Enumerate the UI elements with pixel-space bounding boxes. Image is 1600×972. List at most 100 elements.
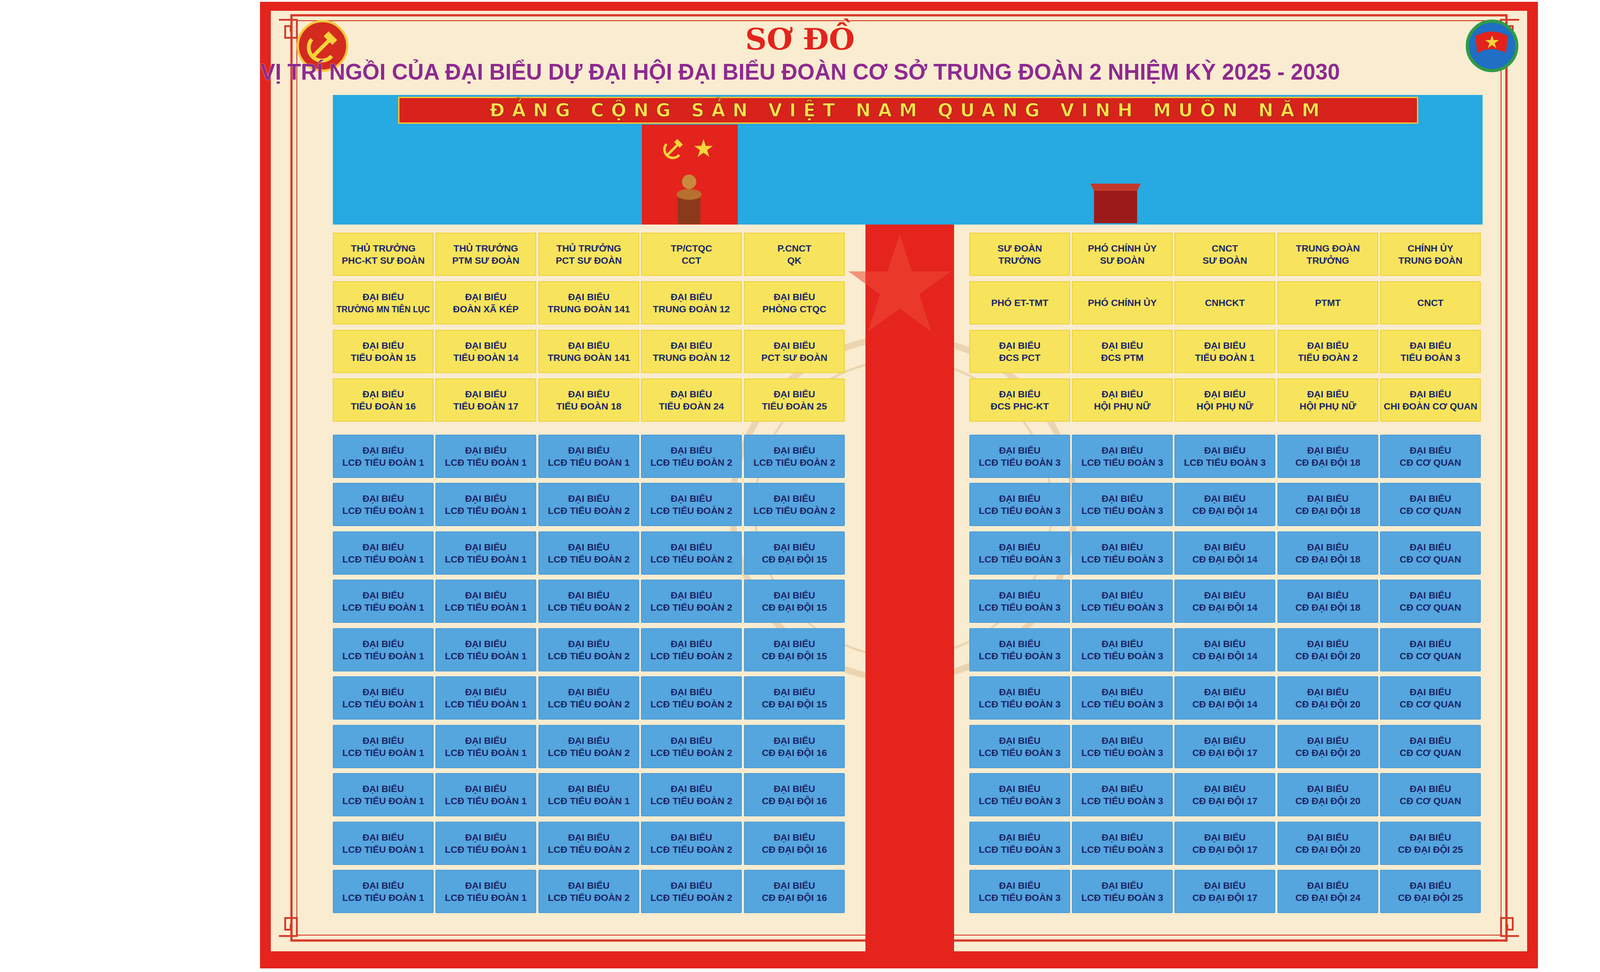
seat-label: ĐẠI BIỂU [773,782,816,795]
seat-box: ĐẠI BIỂULCĐ TIỂU ĐOÀN 2 [538,724,640,768]
seat-label: ĐẠI BIỂU [670,685,713,698]
seat-label: CĐ CƠ QUAN [1399,794,1462,807]
corner-key [278,917,297,936]
bust-pedestal [677,197,701,225]
seat-box: ĐẠI BIỂULCĐ TIỂU ĐOÀN 3 [1071,724,1173,768]
seat-label: CĐ ĐẠI ĐỘI 14 [1192,697,1258,710]
seat-label: P.CNCT [777,242,812,255]
seat-box: CNCTSƯ ĐOÀN [1174,232,1276,276]
seat-box: P.CNCTQK [743,232,845,276]
seat-box: ĐẠI BIỂULCĐ TIỂU ĐOÀN 2 [640,676,742,720]
aisle [865,224,955,969]
seat-label: CĐ ĐẠI ĐỘI 16 [761,746,828,759]
seat-box: ĐẠI BIỂUCĐ ĐẠI ĐỘI 17 [1174,821,1276,865]
seat-box: ĐẠI BIỂULCĐ TIỂU ĐOÀN 3 [969,772,1071,816]
seat-label: CĐ ĐẠI ĐỘI 25 [1398,891,1464,904]
seat-label: ĐẠI BIỂU [1307,588,1349,601]
bust-shoulders [676,188,702,200]
seat-label: ĐẠI BIỂU [362,290,404,303]
seat-label: LCĐ TIỂU ĐOÀN 3 [978,891,1061,904]
seat-label: TRUNG ĐOÀN [1295,242,1360,255]
seat-box: ĐẠI BIỂULCĐ TIỂU ĐOÀN 3 [1071,821,1173,865]
seat-box: ĐẠI BIỂULCĐ TIỂU ĐOÀN 1 [435,869,537,913]
seat-label: ĐẠI BIỂU [465,290,507,303]
seat-label: ĐẠI BIỂU [670,387,713,400]
seat-box: ĐẠI BIỂUCĐ ĐẠI ĐỘI 20 [1277,772,1379,816]
flag-star [694,138,713,157]
seat-box: ĐẠI BIỂUCĐ ĐẠI ĐỘI 14 [1174,531,1276,575]
seat-label: ĐẠI BIỂU [465,588,507,601]
seat-box: ĐẠI BIỂULCĐ TIỂU ĐOÀN 3 [969,627,1071,672]
seat-label: PHÒNG CTQC [762,302,827,315]
seat-label: ĐẠI BIỂU [362,878,404,892]
seat-label: LCĐ TIỂU ĐOÀN 1 [342,842,425,856]
seat-label: ĐẠI BIỂU [465,339,507,352]
chart-title: SƠ ĐỒ [745,22,855,57]
seat-label: ĐẠI BIỂU [1409,685,1452,698]
seat-label: ĐẠI BIỂU [1409,637,1452,650]
seat-box: ĐẠI BIỂUCĐ ĐẠI ĐỘI 18 [1277,482,1379,526]
seat-box: ĐẠI BIỂULCĐ TIỂU ĐOÀN 1 [435,772,537,816]
seat-box: ĐẠI BIỂULCĐ TIỂU ĐOÀN 3 [969,482,1071,526]
seat-box: ĐẠI BIỂUCĐ ĐẠI ĐỘI 20 [1277,821,1379,865]
seat-label: ĐẠI BIỂU [568,339,610,352]
seat-label: CĐ ĐẠI ĐỘI 15 [761,697,828,710]
aisle-star [848,233,951,332]
seat-label: CĐ ĐẠI ĐỘI 20 [1295,842,1361,856]
seat-box: THỦ TRƯỞNGPCT SƯ ĐOÀN [538,232,640,276]
seat-label: HỘI PHỤ NỮ [1299,399,1357,413]
chart-subtitle: VỊ TRÍ NGỒI CỦA ĐẠI BIỂU DỰ ĐẠI HỘI ĐẠI … [260,59,1341,86]
seat-label: ĐẠI BIỂU [1307,387,1349,400]
seat-box: CNCT [1380,281,1481,325]
seat-box: ĐẠI BIỂUCĐ CƠ QUAN [1380,531,1481,575]
seat-label: LCĐ TIỂU ĐOÀN 1 [342,649,425,662]
seat-label: LCĐ TIỂU ĐOÀN 3 [978,649,1061,662]
seat-label: TRƯỞNG [1306,254,1350,267]
seat-box: ĐẠI BIỂULCĐ TIỂU ĐOÀN 1 [435,821,537,865]
seat-label: ĐẠI BIỂU [362,540,404,553]
seat-box: ĐẠI BIỂULCĐ TIỂU ĐOÀN 1 [538,434,640,478]
seat-box: ĐẠI BIỂUCĐ ĐẠI ĐỘI 14 [1174,579,1276,623]
seat-label: ĐẠI BIỂU [465,492,507,505]
seat-box: ĐẠI BIỂUPHÒNG CTQC [743,281,845,325]
seat-label: ĐẠI BIỂU [1204,339,1246,352]
seat-label: ĐẠI BIỂU [465,734,507,747]
seat-box: ĐẠI BIỂULCĐ TIỂU ĐOÀN 3 [1174,434,1276,478]
flag-strip [641,124,738,225]
seat-label: LCĐ TIỂU ĐOÀN 1 [547,794,630,807]
seat-label: ĐẠI BIỂU [773,290,816,303]
seat-box: ĐẠI BIỂULCĐ TIỂU ĐOÀN 3 [969,869,1071,913]
seat-box: PTMT [1277,281,1379,325]
seat-box: ĐẠI BIỂUCĐ ĐẠI ĐỘI 18 [1277,531,1379,575]
seat-label: ĐẠI BIỂU [568,588,610,601]
seat-label: ĐCS PCT [999,351,1041,364]
seat-box: ĐẠI BIỂULCĐ TIỂU ĐOÀN 1 [435,482,537,526]
seat-label: LCĐ TIỂU ĐOÀN 1 [444,600,527,614]
seat-label: LCĐ TIỂU ĐOÀN 2 [650,649,733,662]
seat-label: CĐ ĐẠI ĐỘI 24 [1295,891,1361,904]
seat-box: ĐẠI BIỂULCĐ TIỂU ĐOÀN 3 [1071,434,1173,478]
seat-label: TIỂU ĐOÀN 24 [658,399,725,413]
seat-box: ĐẠI BIỂULCĐ TIỂU ĐOÀN 3 [1071,676,1173,720]
seat-label: CĐ ĐẠI ĐỘI 20 [1295,746,1361,759]
seat-label: LCĐ TIỂU ĐOÀN 1 [444,552,527,565]
seat-label: TP/CTQC [670,242,713,255]
seat-label: CĐ CƠ QUAN [1399,600,1462,614]
seat-label: ĐẠI BIỂU [1409,492,1452,505]
seat-box: ĐẠI BIỂUĐOÀN XÃ KÉP [435,281,537,325]
seat-box: ĐẠI BIỂUCĐ ĐẠI ĐỘI 15 [743,531,845,575]
seat-label: LCĐ TIỂU ĐOÀN 3 [1081,746,1164,759]
seat-label: ĐẠI BIỂU [1204,443,1246,457]
seat-label: ĐẠI BIỂU [362,443,404,457]
seat-label: CĐ ĐẠI ĐỘI 18 [1295,504,1361,517]
seat-label: HỘI PHỤ NỮ [1093,399,1151,413]
seat-box: ĐẠI BIỂULCĐ TIỂU ĐOÀN 1 [435,676,537,720]
seat-label: ĐẠI BIỂU [1204,685,1246,698]
seat-box: ĐẠI BIỂUCĐ ĐẠI ĐỘI 20 [1277,676,1379,720]
seat-label: ĐẠI BIỂU [670,492,713,505]
seat-box: ĐẠI BIỂUCĐ ĐẠI ĐỘI 18 [1277,579,1379,623]
seat-label: LCĐ TIỂU ĐOÀN 3 [978,746,1061,759]
seat-label: ĐẠI BIỂU [999,443,1041,457]
seat-label: ĐẠI BIỂU [465,387,507,400]
seat-box: ĐẠI BIỂULCĐ TIỂU ĐOÀN 2 [640,772,742,816]
